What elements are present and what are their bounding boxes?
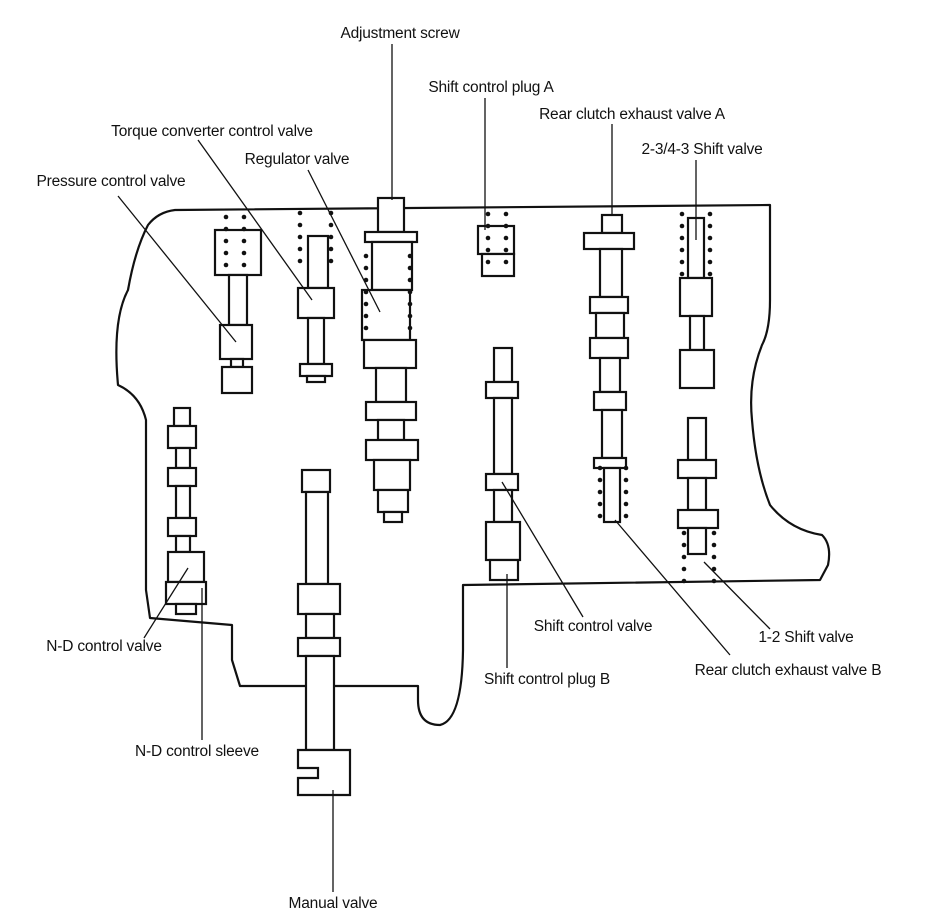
valve-body-outline — [115, 203, 831, 727]
manual-valve-part — [296, 468, 352, 797]
pressure-control-valve-part — [213, 228, 263, 395]
label-adjustment-screw: Adjustment screw — [340, 25, 460, 42]
shift-valve-1-2-part — [676, 416, 720, 556]
label-regulator-valve: Regulator valve — [245, 151, 350, 168]
label-shift-valve-1-2: 1-2 Shift valve — [758, 629, 853, 646]
rear-clutch-exhaust-spring — [597, 465, 629, 519]
label-torque-converter-control-valve: Torque converter control valve — [111, 123, 313, 140]
regulator-spring — [363, 253, 413, 331]
torque-converter-control-valve-part — [296, 234, 336, 384]
shift-control-valve-part — [484, 346, 522, 582]
shift-valve-2-3-4-3-part — [678, 216, 716, 390]
label-nd-control-valve: N-D control valve — [46, 638, 161, 655]
label-shift-control-plug-b: Shift control plug B — [484, 671, 610, 688]
nd-control-valve-part — [164, 406, 208, 616]
rear-clutch-exhaust-valve-part — [582, 213, 636, 524]
label-shift-control-valve: Shift control valve — [534, 618, 653, 635]
label-pressure-control-valve: Pressure control valve — [37, 173, 186, 190]
shift-control-plug-a-spring — [485, 211, 509, 265]
regulator-valve-part — [360, 196, 420, 524]
label-rear-clutch-exhaust-valve-b: Rear clutch exhaust valve B — [695, 662, 882, 679]
leader-lines — [117, 44, 771, 892]
label-rear-clutch-exhaust-valve-a: Rear clutch exhaust valve A — [539, 106, 726, 123]
label-shift-control-plug-a: Shift control plug A — [428, 79, 554, 96]
label-shift-valve-2-3-4-3: 2-3/4-3 Shift valve — [641, 141, 762, 158]
label-manual-valve: Manual valve — [289, 895, 378, 912]
shift-control-plug-a-part — [476, 224, 516, 278]
shift-valve-2-3-4-3-spring — [679, 211, 713, 277]
pressure-control-spring — [223, 214, 247, 268]
label-nd-control-sleeve: N-D control sleeve — [135, 743, 259, 760]
